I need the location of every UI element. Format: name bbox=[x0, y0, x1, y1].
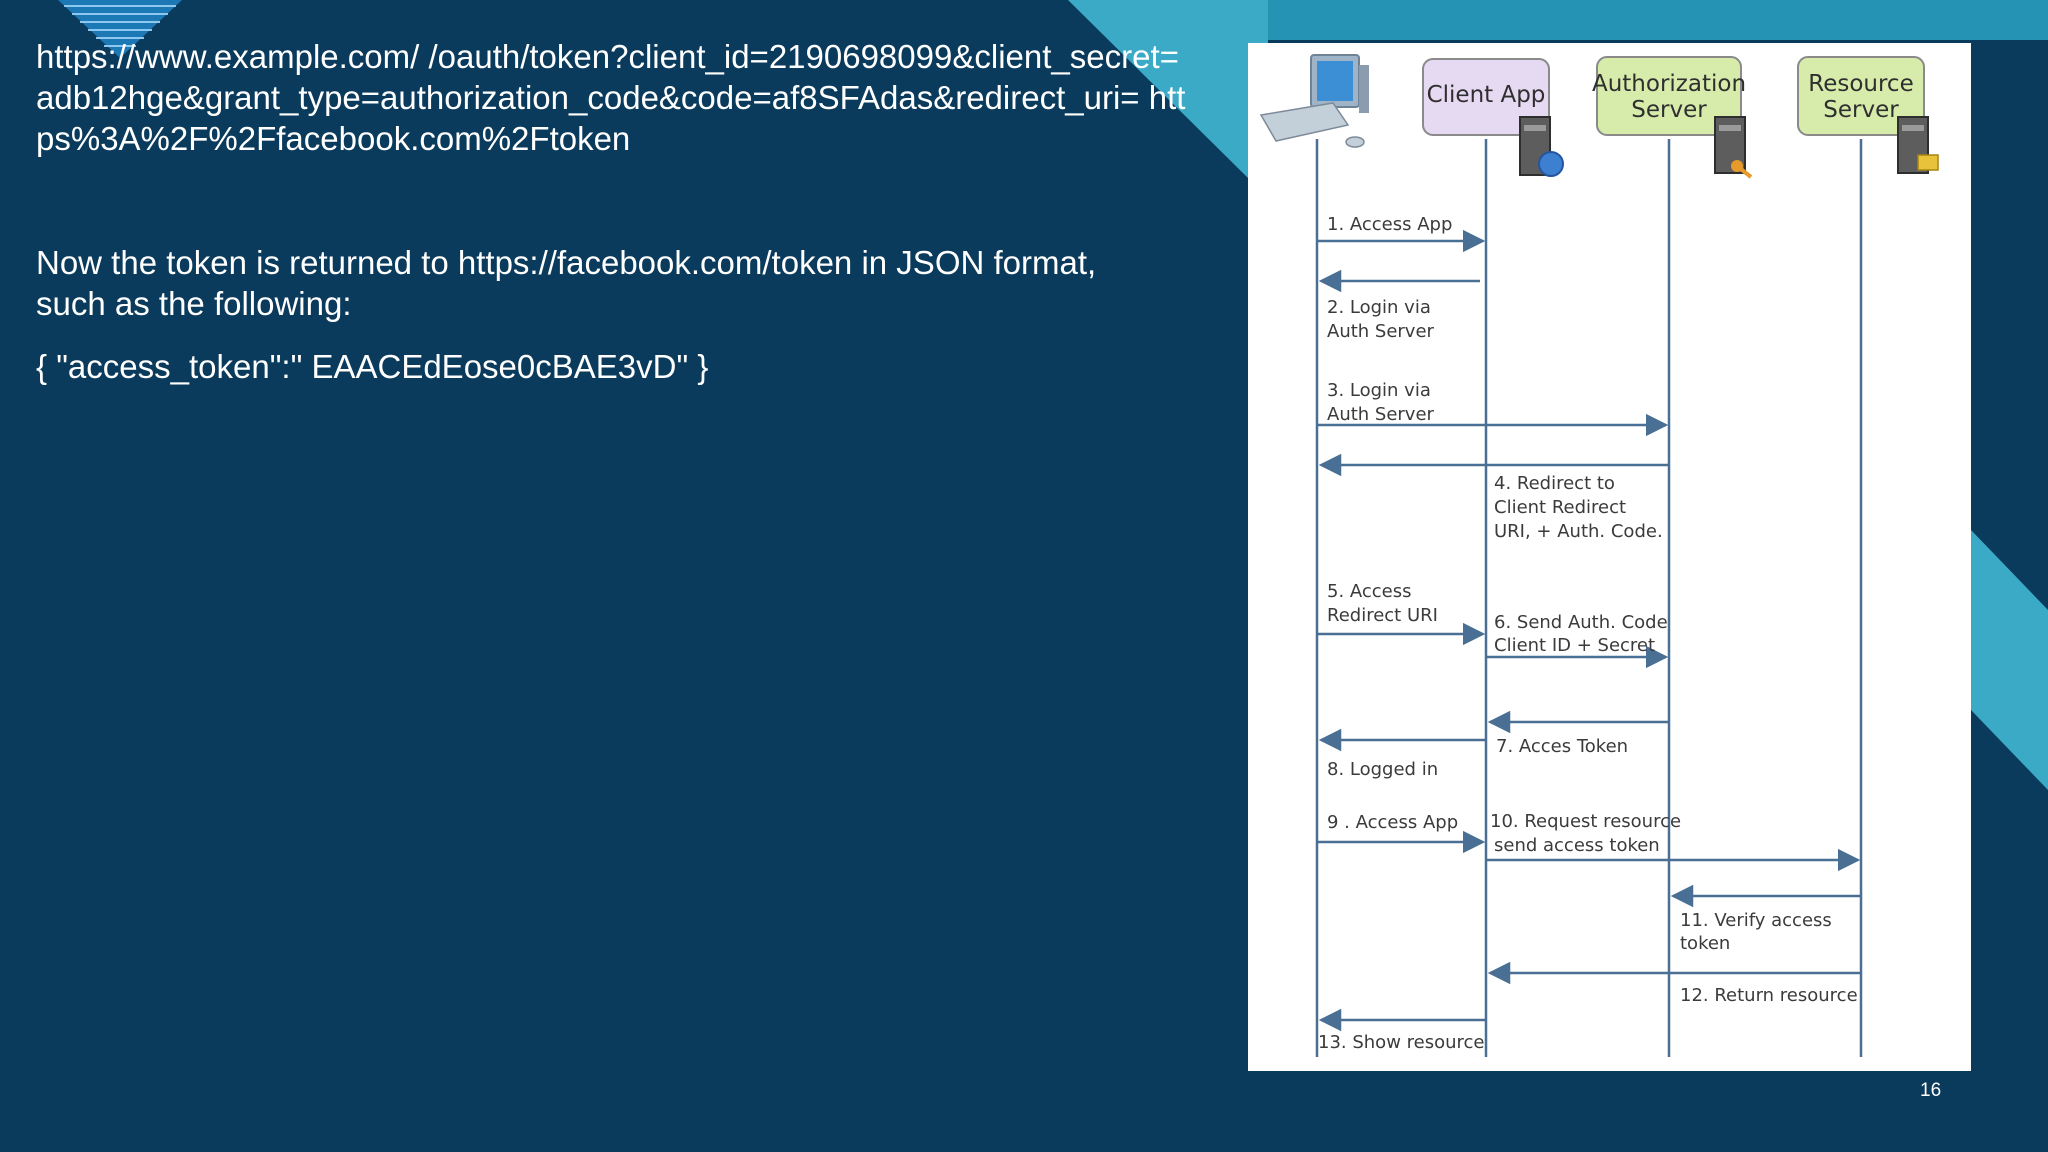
access-token-json: { "access_token":" EAACEdEose0cBAE3vD" } bbox=[36, 348, 709, 385]
message-4-label-line-1: 4. Redirect to bbox=[1494, 473, 1615, 494]
message-2-label-line-2: Auth Server bbox=[1327, 321, 1435, 342]
desktop-computer-icon bbox=[1259, 54, 1369, 148]
token-returned-description: Now the token is returned to https://fac… bbox=[36, 244, 1097, 322]
message-3-label-line-2: Auth Server bbox=[1327, 404, 1435, 425]
message-1-label: 1. Access App bbox=[1327, 214, 1452, 235]
sequence-diagram-canvas: Client App Authorization Server bbox=[1259, 54, 1939, 1057]
message-9-label: 9 . Access App bbox=[1327, 812, 1458, 833]
message-10-label-line-2: send access token bbox=[1494, 835, 1660, 856]
top-right-teal-band bbox=[1268, 0, 2048, 40]
server-globe-icon bbox=[1519, 116, 1564, 177]
participant-authorization-server-line-2: Server bbox=[1631, 97, 1707, 123]
participant-authorization-server-line-1: Authorization bbox=[1592, 71, 1746, 97]
participant-client-app-label: Client App bbox=[1427, 82, 1546, 108]
message-arrows bbox=[1317, 229, 1861, 1032]
participant-authorization-server: Authorization Server bbox=[1592, 56, 1753, 179]
message-10-label-line-1: 10. Request resource bbox=[1490, 811, 1681, 832]
participant-client-app: Client App bbox=[1422, 58, 1564, 177]
message-11-label-line-1: 11. Verify access bbox=[1680, 910, 1832, 931]
message-6-label-line-2: Client ID + Secret bbox=[1494, 635, 1655, 656]
message-6-label-line-1: 6. Send Auth. Code bbox=[1494, 612, 1668, 633]
oauth-token-url: https://www.example.com/ /oauth/token?cl… bbox=[36, 38, 1186, 157]
message-13-label: 13. Show resource bbox=[1318, 1032, 1485, 1053]
message-4-label-line-3: URI, + Auth. Code. bbox=[1494, 521, 1663, 542]
message-11-label-line-2: token bbox=[1680, 933, 1730, 954]
top-teal-wedge bbox=[1068, 0, 1268, 230]
slide-text: https://www.example.com/ /oauth/token?cl… bbox=[36, 36, 1196, 385]
participant-resource-server-line-2: Server bbox=[1823, 97, 1899, 123]
participant-resource-server-line-1: Resource bbox=[1808, 71, 1913, 97]
message-5-label-line-2: Redirect URI bbox=[1327, 605, 1438, 626]
page-number: 16 bbox=[1920, 1080, 1942, 1101]
message-4-label-line-2: Client Redirect bbox=[1494, 497, 1626, 518]
lifelines bbox=[1315, 139, 1863, 1057]
right-edge-teal-triangle bbox=[1971, 530, 2048, 790]
oauth-sequence-diagram: Client App Authorization Server bbox=[1248, 43, 1971, 1071]
chevron-stripes bbox=[64, 5, 176, 47]
server-key-icon bbox=[1714, 116, 1753, 179]
message-5-label-line-1: 5. Access bbox=[1327, 581, 1412, 602]
message-2-label-line-1: 2. Login via bbox=[1327, 297, 1431, 318]
participant-resource-server: Resource Server bbox=[1797, 56, 1939, 174]
message-3-label-line-1: 3. Login via bbox=[1327, 380, 1431, 401]
server-folder-icon bbox=[1897, 116, 1939, 174]
message-labels: 1. Access App 2. Login via Auth Server 3… bbox=[1318, 214, 1858, 1053]
message-12-label: 12. Return resource bbox=[1680, 985, 1858, 1006]
message-8-label: 8. Logged in bbox=[1327, 759, 1438, 780]
message-7-label: 7. Acces Token bbox=[1496, 736, 1628, 757]
